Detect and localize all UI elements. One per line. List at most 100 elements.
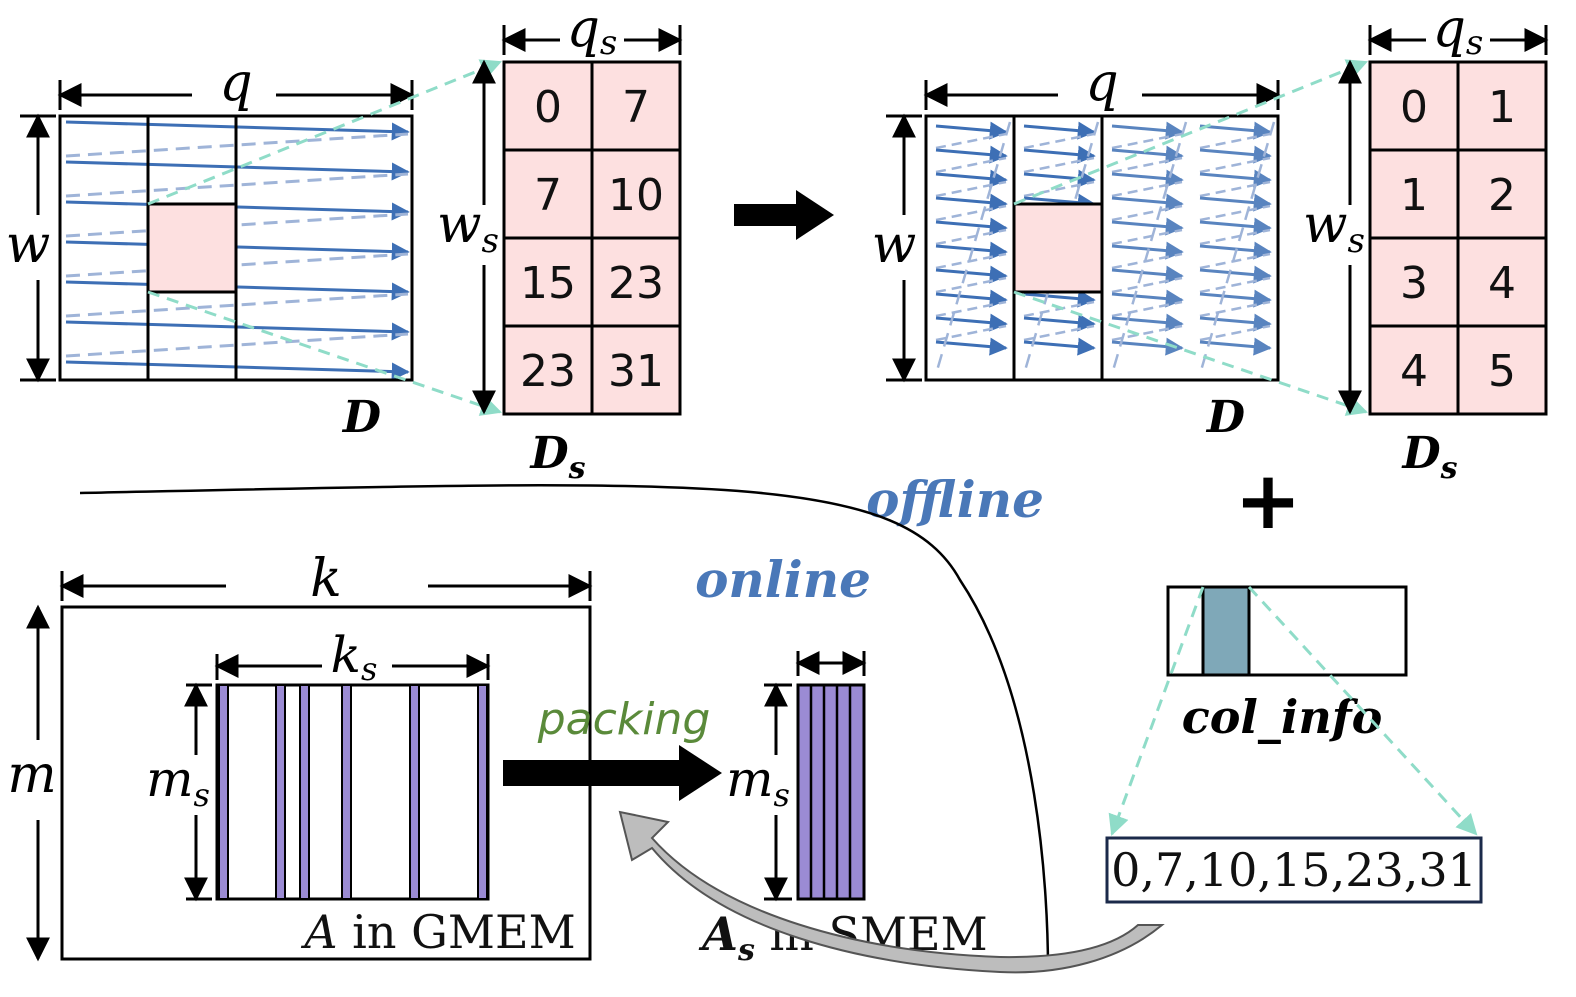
zigzag-return [1199,156,1271,174]
zigzag-return [1199,252,1271,270]
zigzag-arrow [1111,313,1184,332]
left-cell-value: 0 [534,82,562,133]
zigzag-return [1199,204,1271,222]
zigzag-arrow [935,217,1008,236]
left-cell-value: 31 [608,346,664,397]
row-return-dash [65,252,409,278]
left-dim-q: q [219,53,252,113]
dim-ks: ks [331,626,378,688]
zigzag-arrow [1111,169,1184,188]
zigzag-arrow [935,241,1008,260]
right-cell [1368,60,1460,152]
col-info: col_info 0,7,10,15,23,31 [1105,585,1483,904]
left-cell-value: 7 [534,170,562,221]
zigzag-arrow [1111,289,1184,308]
left-dim-w: w [6,215,51,275]
right-cell [1456,324,1548,416]
zigzag-return [1111,180,1183,198]
zigzag-return [935,252,1007,270]
zigzag-return [935,180,1007,198]
right-cell-value: 2 [1488,170,1516,221]
zigzag-return [935,276,1007,294]
gmem-column [341,684,352,900]
zigzag-arrow [1023,289,1096,308]
left-highlight-block [146,202,238,294]
row-return-dash [65,132,409,158]
left-cell-value: 23 [608,258,664,309]
zigzag-return [1111,204,1183,222]
zigzag-arrow [1199,265,1272,284]
left-cell [590,236,682,328]
online-label: online [695,550,871,609]
zigzag-arrow [935,145,1008,164]
zigzag-return [1111,228,1183,246]
left-cell [590,148,682,240]
right-cell-value: 4 [1400,346,1428,397]
right-cell-value: 0 [1400,82,1428,133]
gmem-panel: k m ks ms A in GMEM [7,549,593,962]
zigzag-arrow [935,313,1008,332]
right-zigzag-arrows [934,121,1276,375]
zigzag-arrow [935,121,1008,140]
zigzag-arrow [1199,289,1272,308]
right-cell [1456,60,1548,152]
zigzag-arrow [1199,313,1272,332]
zigzag-arrow [935,193,1008,212]
zigzag-arrow [935,169,1008,188]
zigzag-arrow [1111,241,1184,260]
right-cell [1368,236,1460,328]
zigzag-arrow [1199,193,1272,212]
zoom-line [147,290,502,416]
zigzag-return [1199,228,1271,246]
col-info-label: col_info [1182,690,1383,744]
right-sub-dim-qs: qs [1433,0,1484,63]
col-info-feed-arrow [618,810,1165,974]
row-return-dash [65,172,409,198]
zigzag-return [1023,324,1095,342]
row-return-dash [65,212,409,238]
zigzag-return [1023,300,1095,318]
gmem-column [409,684,420,900]
zigzag-return [1111,156,1183,174]
zigzag-return [935,204,1007,222]
transform-arrow [734,190,834,240]
left-cell-value: 10 [608,170,664,221]
zigzag-return [935,132,1007,150]
zigzag-arrow [1023,121,1096,140]
right-sub-dim-ws: ws [1303,195,1365,261]
zigzag-return [1111,300,1183,318]
dim-k: k [310,549,342,609]
right-cell [1456,236,1548,328]
dim-ms-smem: ms [726,750,790,814]
zigzag-return [1111,132,1183,150]
gmem-tile [215,683,490,901]
zigzag-arrow [1111,193,1184,212]
right-dim-q: q [1085,53,1118,113]
offline-label: offline [866,470,1044,529]
gmem-label: A in GMEM [300,905,575,959]
dim-ms: ms [146,750,210,814]
col-info-values: 0,7,10,15,23,31 [1111,843,1477,897]
zigzag-arrow [1111,265,1184,284]
zigzag-arrow [1023,337,1096,356]
zigzag-arrow [935,289,1008,308]
packing-arrow [503,745,722,801]
zigzag-arrow [1111,145,1184,164]
zigzag-arrow [1199,217,1272,236]
smem-tile [796,683,866,901]
row-return-dash [65,292,409,318]
gmem-column [477,684,488,900]
left-matrix-label: D [341,392,381,443]
gmem-column [299,684,310,900]
left-cell-value: 23 [520,346,576,397]
zigzag-arrow [1023,313,1096,332]
zigzag-return [1199,324,1271,342]
packing-label: packing [537,694,711,745]
col-info-values-box [1105,836,1483,904]
left-sub-dim-qs: qs [567,0,618,63]
right-dim-w: w [872,215,917,275]
zigzag-arrow [1199,145,1272,164]
